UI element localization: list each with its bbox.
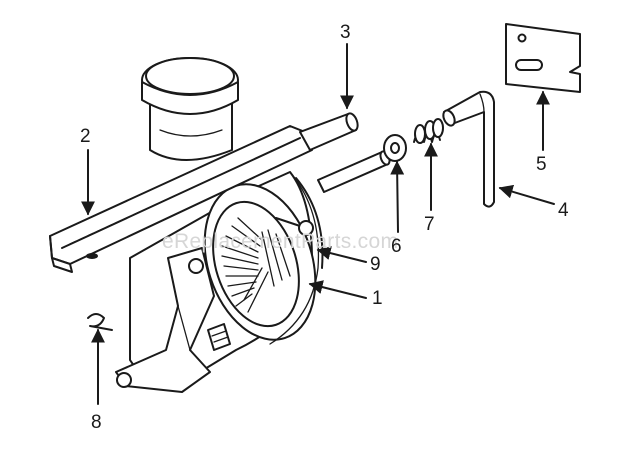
- callout-3: 3: [340, 22, 351, 43]
- spring: [413, 118, 444, 144]
- washer: [383, 134, 407, 162]
- screw: [275, 217, 314, 236]
- leader-lines: [81, 43, 555, 405]
- bent-handle: [442, 90, 495, 208]
- grease-fitting: [207, 323, 231, 351]
- callout-labels: 1 2 3 4 5 6 7 8 9: [80, 22, 569, 433]
- callout-2: 2: [80, 126, 91, 147]
- callout-1: 1: [372, 288, 383, 309]
- mounting-rail: [49, 125, 313, 273]
- clip-pin: [87, 313, 113, 331]
- watermark-text: eReplacementParts.com: [162, 230, 398, 253]
- callout-9: 9: [370, 254, 381, 275]
- callout-7: 7: [424, 214, 435, 235]
- mounting-lever: [115, 247, 215, 393]
- callout-5: 5: [536, 154, 547, 175]
- callout-8: 8: [91, 412, 102, 433]
- reservoir-cup: [141, 57, 239, 161]
- mounting-plate: [505, 23, 581, 93]
- pin-rod: [299, 112, 391, 193]
- callout-4: 4: [558, 200, 569, 221]
- ring-gear-teeth: [221, 217, 291, 313]
- callout-6: 6: [391, 236, 402, 257]
